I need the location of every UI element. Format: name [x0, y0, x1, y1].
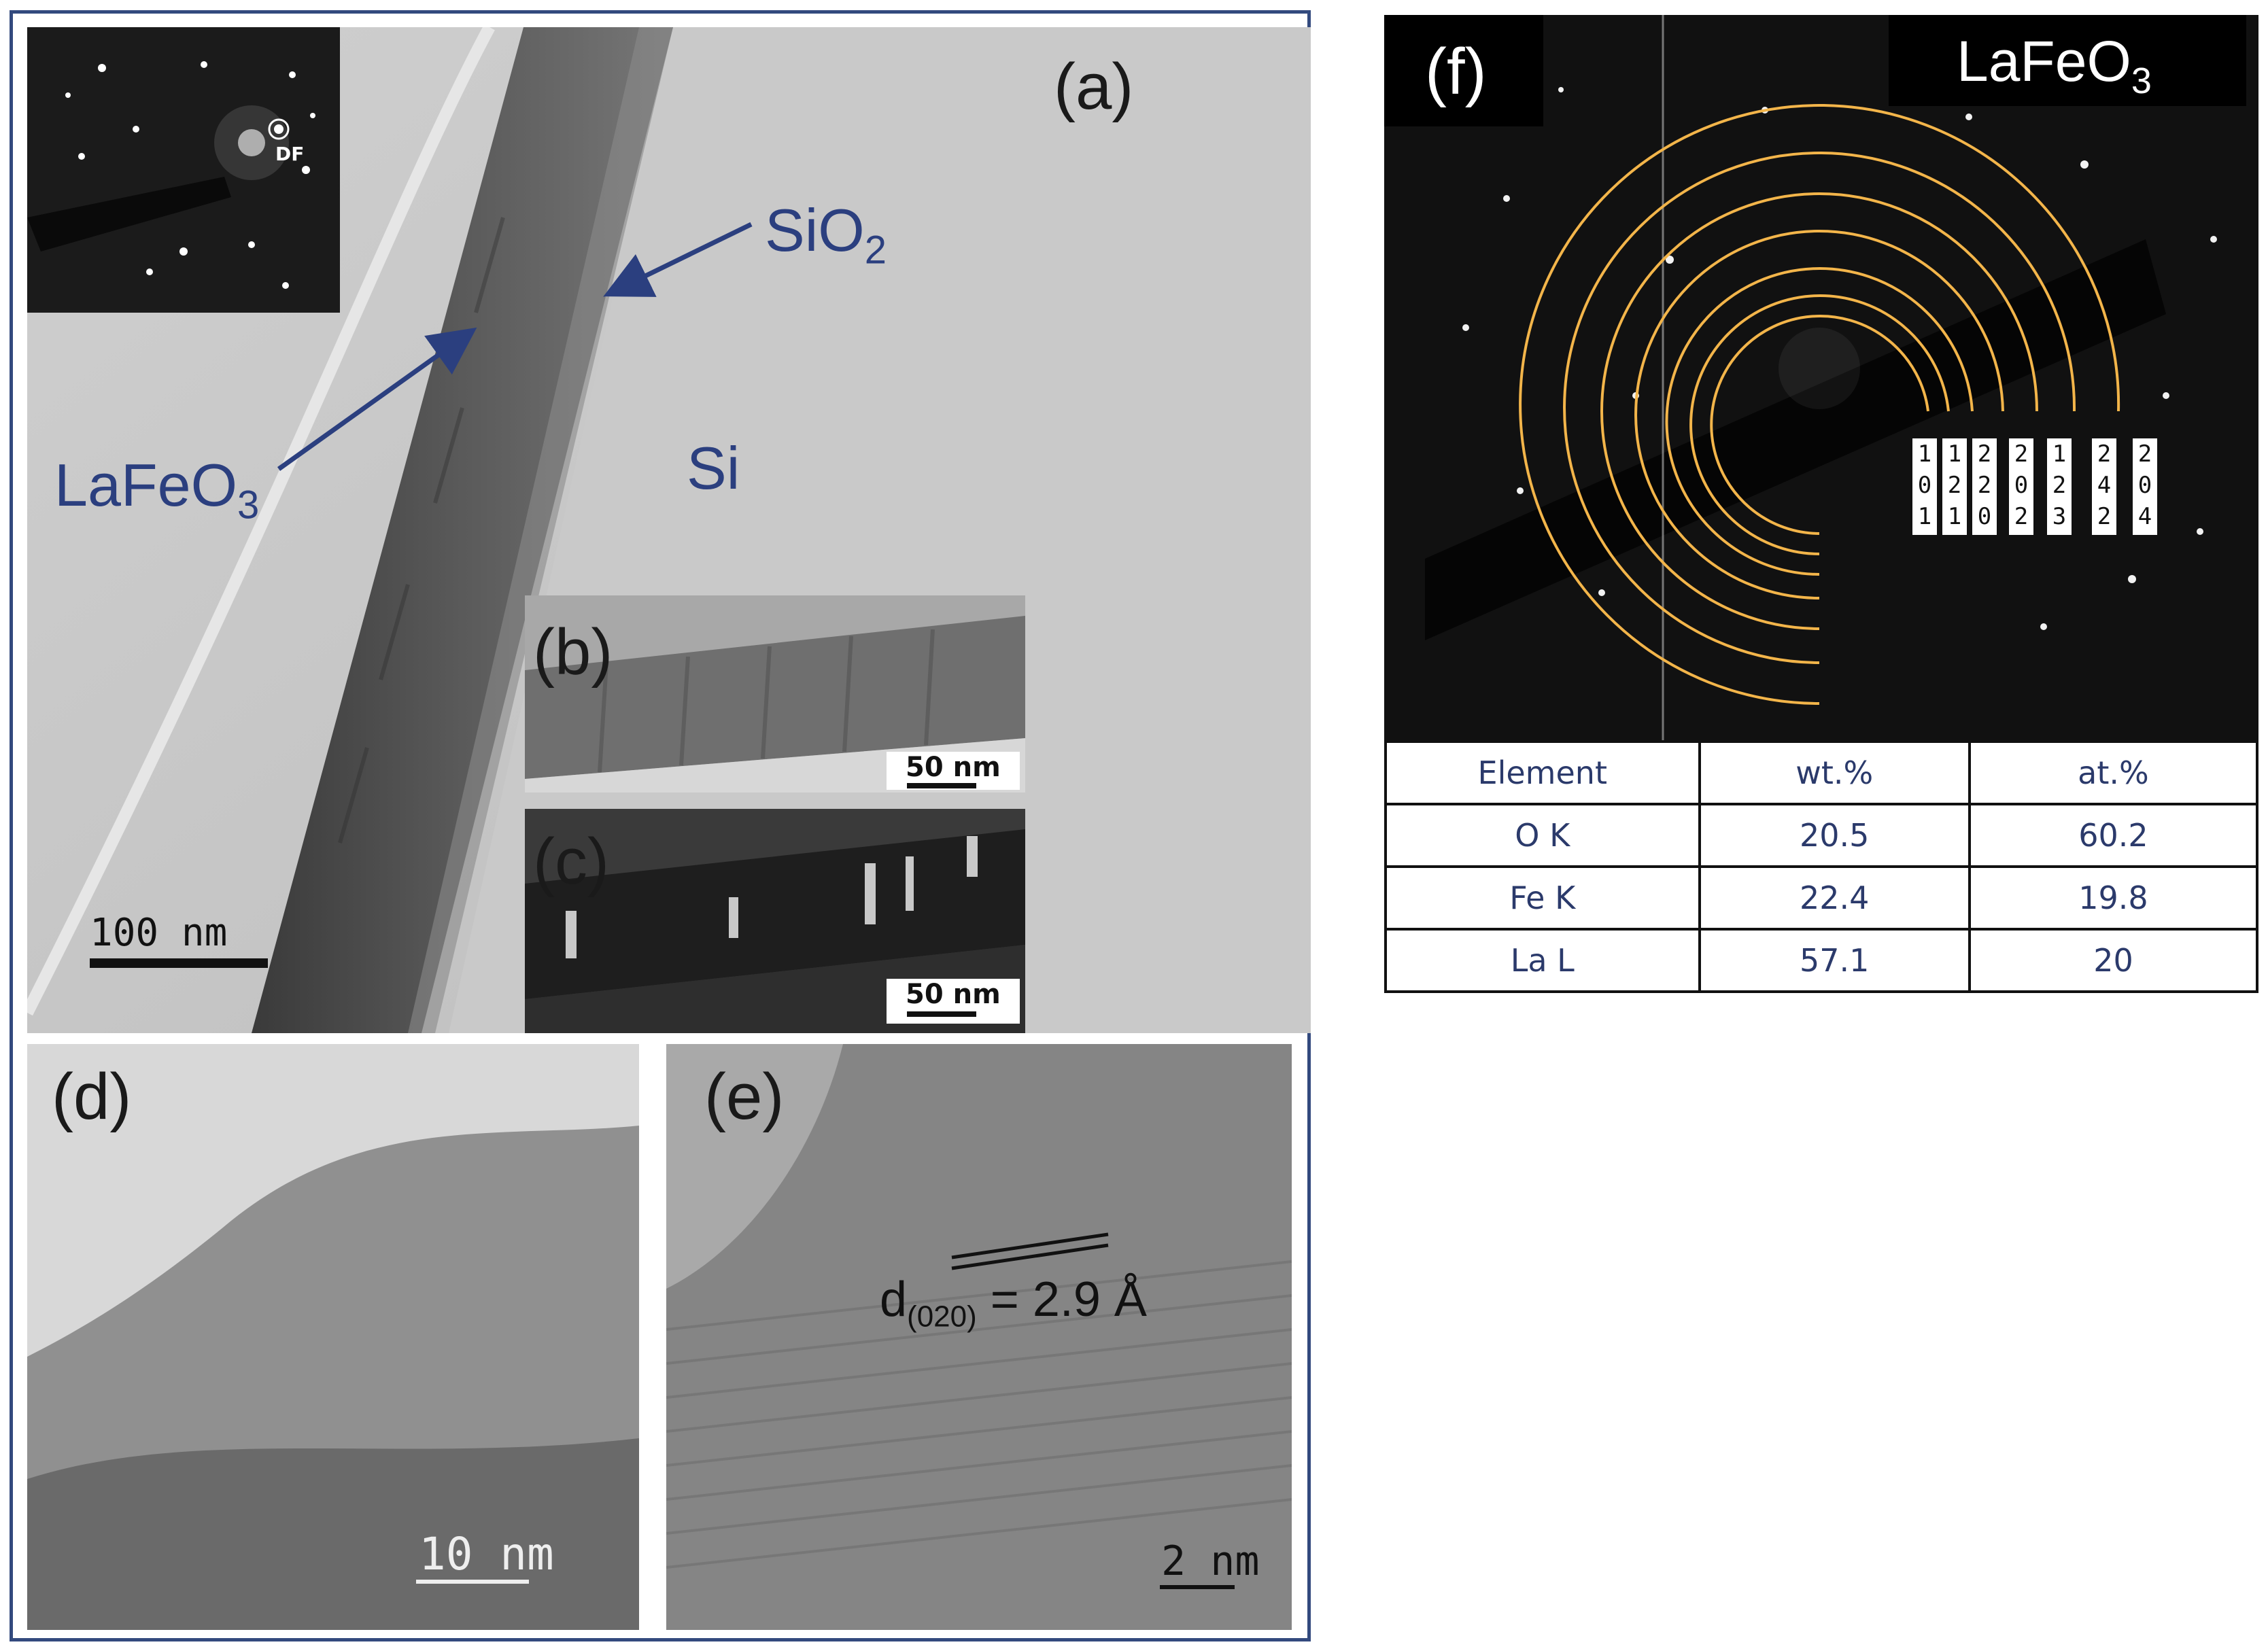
panel-c-label: (c)	[533, 825, 609, 898]
table-cell: 22.4	[1698, 865, 1971, 931]
panel-a-label: (a)	[1054, 50, 1134, 123]
hkl-digit: 1	[1917, 440, 1932, 468]
panel-f-label-box	[1384, 15, 1543, 126]
lafeo3-subscript: 3	[237, 483, 260, 527]
hkl-label-220: 2 2 0	[1970, 436, 1999, 537]
hkl-digit: 2	[1977, 440, 1992, 468]
panel-c-scalebar-label: 50 nm	[906, 979, 1001, 1010]
table-row: Fe K 22.4 19.8	[1384, 865, 2259, 931]
panel-f-title-box	[1889, 15, 2246, 106]
panel-c-scalebar	[907, 1011, 976, 1017]
hkl-label-242: 2 4 2	[2090, 436, 2118, 537]
table-cell: La L	[1384, 928, 1701, 993]
sio2-subscript: 2	[864, 228, 887, 273]
panel-b-label: (b)	[533, 616, 613, 689]
table-row: O K 20.5 60.2	[1384, 803, 2259, 868]
panel-a-scalebar-label: 100 nm	[90, 911, 228, 955]
panel-e-scalebar	[1160, 1585, 1235, 1589]
hkl-digit: 3	[2052, 503, 2067, 530]
d-spacing-symbol: d	[880, 1272, 908, 1327]
table-header-cell: wt.%	[1698, 740, 1971, 805]
panel-d-label: (d)	[52, 1060, 132, 1133]
table-cell: 19.8	[1968, 865, 2259, 931]
hkl-digit: 2	[2052, 472, 2067, 499]
si-label: Si	[687, 434, 740, 502]
hkl-digit: 4	[2137, 503, 2152, 530]
d-spacing-label: d(020) = 2.9 Å	[880, 1275, 1147, 1332]
hkl-digit: 0	[1977, 503, 1992, 530]
panel-f-title-text: LaFeO	[1957, 29, 2131, 93]
hkl-label-101: 1 0 1	[1910, 436, 1939, 537]
eds-composition-table: Element wt.% at.% O K 20.5 60.2 Fe K 22.…	[1384, 740, 2259, 993]
sio2-text: SiO	[765, 196, 865, 264]
panel-c-tem-image: (c) 50 nm	[525, 809, 1025, 1033]
hkl-digit: 2	[1947, 472, 1962, 499]
hkl-digit: 4	[2097, 472, 2112, 499]
panel-d-graphic	[27, 1044, 639, 1630]
panel-d-scalebar	[416, 1580, 529, 1584]
panel-a-arrows	[277, 222, 753, 471]
panel-e-graphic	[666, 1044, 1292, 1630]
hkl-digit: 0	[2137, 472, 2152, 499]
panel-b-scalebar-label: 50 nm	[906, 752, 1001, 783]
panel-b-scalebar	[907, 783, 976, 788]
hkl-digit: 2	[2014, 440, 2029, 468]
table-header-row: Element wt.% at.%	[1384, 740, 2259, 805]
table-cell: 20.5	[1698, 803, 1971, 868]
panel-f-label: (f)	[1425, 35, 1487, 108]
hkl-label-123: 1 2 3	[2045, 436, 2074, 537]
panel-a-scalebar	[90, 958, 268, 968]
inset-diffraction-graphic	[27, 61, 315, 289]
hkl-digit: 2	[2014, 503, 2029, 530]
d-spacing-value: = 2.9 Å	[976, 1272, 1147, 1327]
sio2-label: SiO2	[765, 201, 887, 271]
panel-e-hrtem-image: (e) d(020) = 2.9 Å 2 nm	[666, 1044, 1292, 1630]
panel-f-graphic	[1384, 15, 2258, 741]
panel-f-title: LaFeO3	[1957, 33, 2152, 99]
hkl-label-204: 2 0 4	[2131, 436, 2159, 537]
sio2-arrow	[603, 222, 753, 297]
table-header-cell: at.%	[1968, 740, 2259, 805]
panel-e-label: (e)	[704, 1060, 785, 1133]
hkl-digit: 0	[1917, 472, 1932, 499]
hkl-digit: 2	[2097, 503, 2112, 530]
hkl-digit: 2	[1977, 472, 1992, 499]
hkl-digit: 1	[1947, 440, 1962, 468]
panel-b-tem-image: (b) 50 nm	[525, 595, 1025, 793]
d-spacing-index: (020)	[907, 1300, 977, 1334]
table-cell: 60.2	[1968, 803, 2259, 868]
hkl-digit: 1	[1947, 503, 1962, 530]
table-cell: O K	[1384, 803, 1701, 868]
hkl-digit: 1	[2052, 440, 2067, 468]
panel-a-inset-diffraction: DF	[27, 27, 340, 313]
hkl-label-202: 2 0 2	[2007, 436, 2035, 537]
lafeo3-text: LaFeO	[54, 451, 238, 519]
hkl-digit: 2	[2137, 440, 2152, 468]
lafeo3-label: LaFeO3	[54, 455, 259, 525]
table-cell: 20	[1968, 928, 2259, 993]
hkl-digit: 2	[2097, 440, 2112, 468]
hkl-digit: 0	[2014, 472, 2029, 499]
panel-d-scalebar-label: 10 nm	[419, 1528, 554, 1580]
table-cell: 57.1	[1698, 928, 1971, 993]
table-cell: Fe K	[1384, 865, 1701, 931]
hkl-digit: 1	[1917, 503, 1932, 530]
table-header-cell: Element	[1384, 740, 1701, 805]
lafeo3-arrow	[277, 327, 477, 471]
panel-e-scalebar-label: 2 nm	[1161, 1537, 1260, 1585]
table-row: La L 57.1 20	[1384, 928, 2259, 993]
panel-d-hrtem-image: (d) 10 nm	[27, 1044, 639, 1630]
panel-f-title-subscript: 3	[2131, 60, 2152, 101]
hkl-label-121: 1 2 1	[1940, 436, 1969, 537]
inset-df-label: DF	[275, 143, 305, 165]
